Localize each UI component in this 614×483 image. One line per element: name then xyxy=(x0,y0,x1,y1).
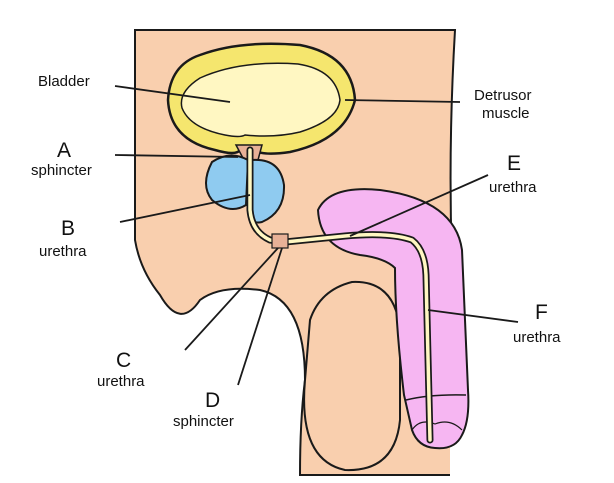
glans-edge xyxy=(405,394,467,401)
glans-tip xyxy=(411,421,463,431)
leader-bladder xyxy=(114,85,231,103)
scrotum xyxy=(303,280,401,472)
label-c-word: urethra xyxy=(97,373,145,390)
label-a-word: sphincter xyxy=(31,162,92,179)
leader-f xyxy=(427,309,519,323)
label-d-letter: D xyxy=(205,389,221,412)
urethra-tube-inner xyxy=(248,148,432,442)
label-b-letter: B xyxy=(61,217,76,240)
label-f-word: urethra xyxy=(513,329,561,346)
leader-e xyxy=(349,174,489,237)
leader-c xyxy=(184,247,279,351)
label-d-word: sphincter xyxy=(173,413,234,430)
label-detrusor-line1: Detrusor xyxy=(474,87,532,104)
label-bladder: Bladder xyxy=(38,73,90,90)
label-e-word: urethra xyxy=(489,179,537,196)
leader-detrusor xyxy=(344,99,461,103)
label-detrusor-line2: muscle xyxy=(482,105,530,122)
external-sphincter xyxy=(271,233,289,249)
leader-d xyxy=(237,247,283,386)
label-e-letter: E xyxy=(507,152,522,175)
leader-a xyxy=(114,154,239,158)
label-f-letter: F xyxy=(535,301,548,324)
bladder-lumen xyxy=(180,62,341,138)
leader-lines xyxy=(114,85,519,386)
prostate-left xyxy=(205,154,250,210)
leader-b xyxy=(119,194,251,223)
label-b-word: urethra xyxy=(39,243,87,260)
label-c-letter: C xyxy=(116,349,132,372)
label-a-letter: A xyxy=(57,139,72,162)
